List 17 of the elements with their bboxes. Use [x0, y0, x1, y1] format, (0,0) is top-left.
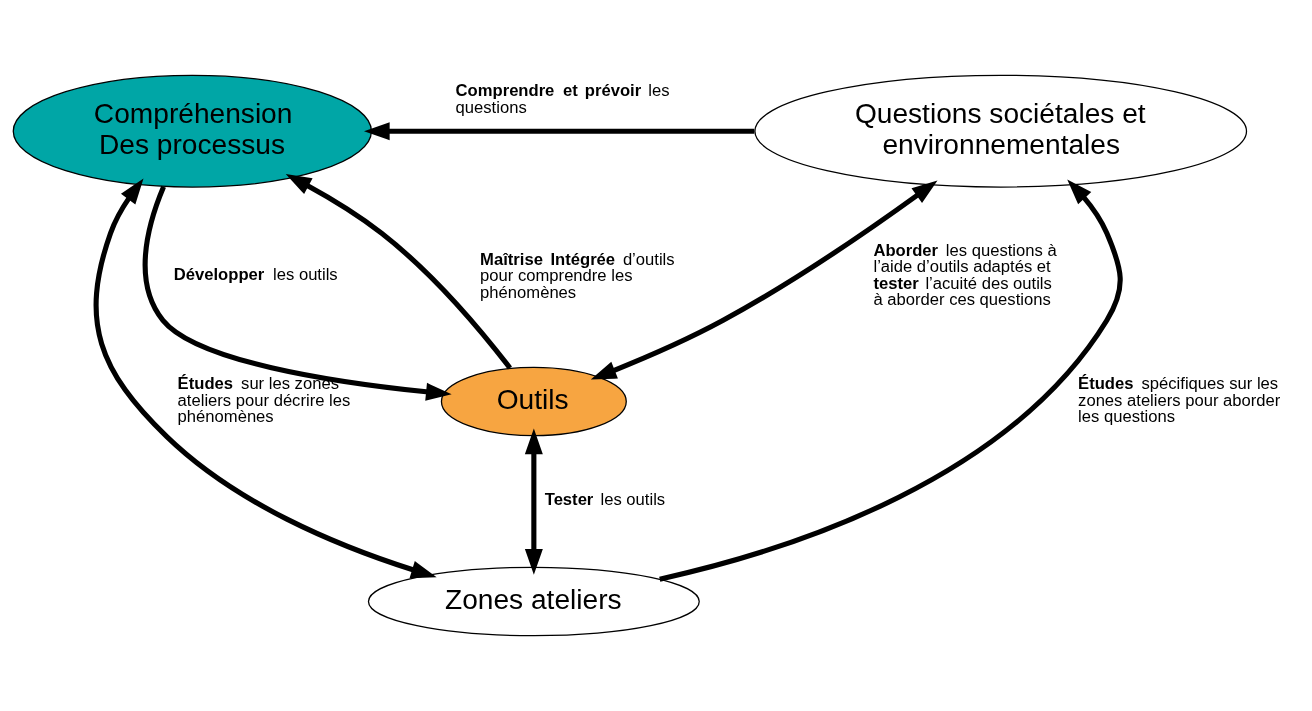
- edge-label: Études spécifiques sur les zones ateliers pour aborder les questions: [1078, 374, 1281, 427]
- node-ellipse: Outils: [440, 366, 627, 437]
- node-ellipse: Questions sociétales et environnementales: [754, 74, 1248, 188]
- edge-label: Développer les outils: [173, 264, 338, 284]
- edge-label: Aborder les questions à l’aide d’outils adaptés et tester l’acuité des outils à aborder ces questions: [873, 240, 1057, 310]
- arrow: [364, 122, 755, 141]
- arrow: [93, 178, 437, 579]
- edge-label: Maîtrise Intégrée d’outils pour comprendre les phénomènes: [480, 249, 675, 302]
- node-ellipse: Compréhension Des processus: [12, 74, 373, 188]
- arrow: [285, 174, 512, 370]
- edge-label: Tester les outils: [544, 489, 666, 509]
- edge-label: Comprendre et prévoir les questions: [455, 80, 670, 117]
- arrow: [659, 179, 1123, 582]
- arrow: [524, 428, 543, 575]
- arrow: [142, 185, 452, 401]
- arrow: [590, 180, 938, 380]
- node-ellipse: Zones ateliers: [367, 566, 700, 637]
